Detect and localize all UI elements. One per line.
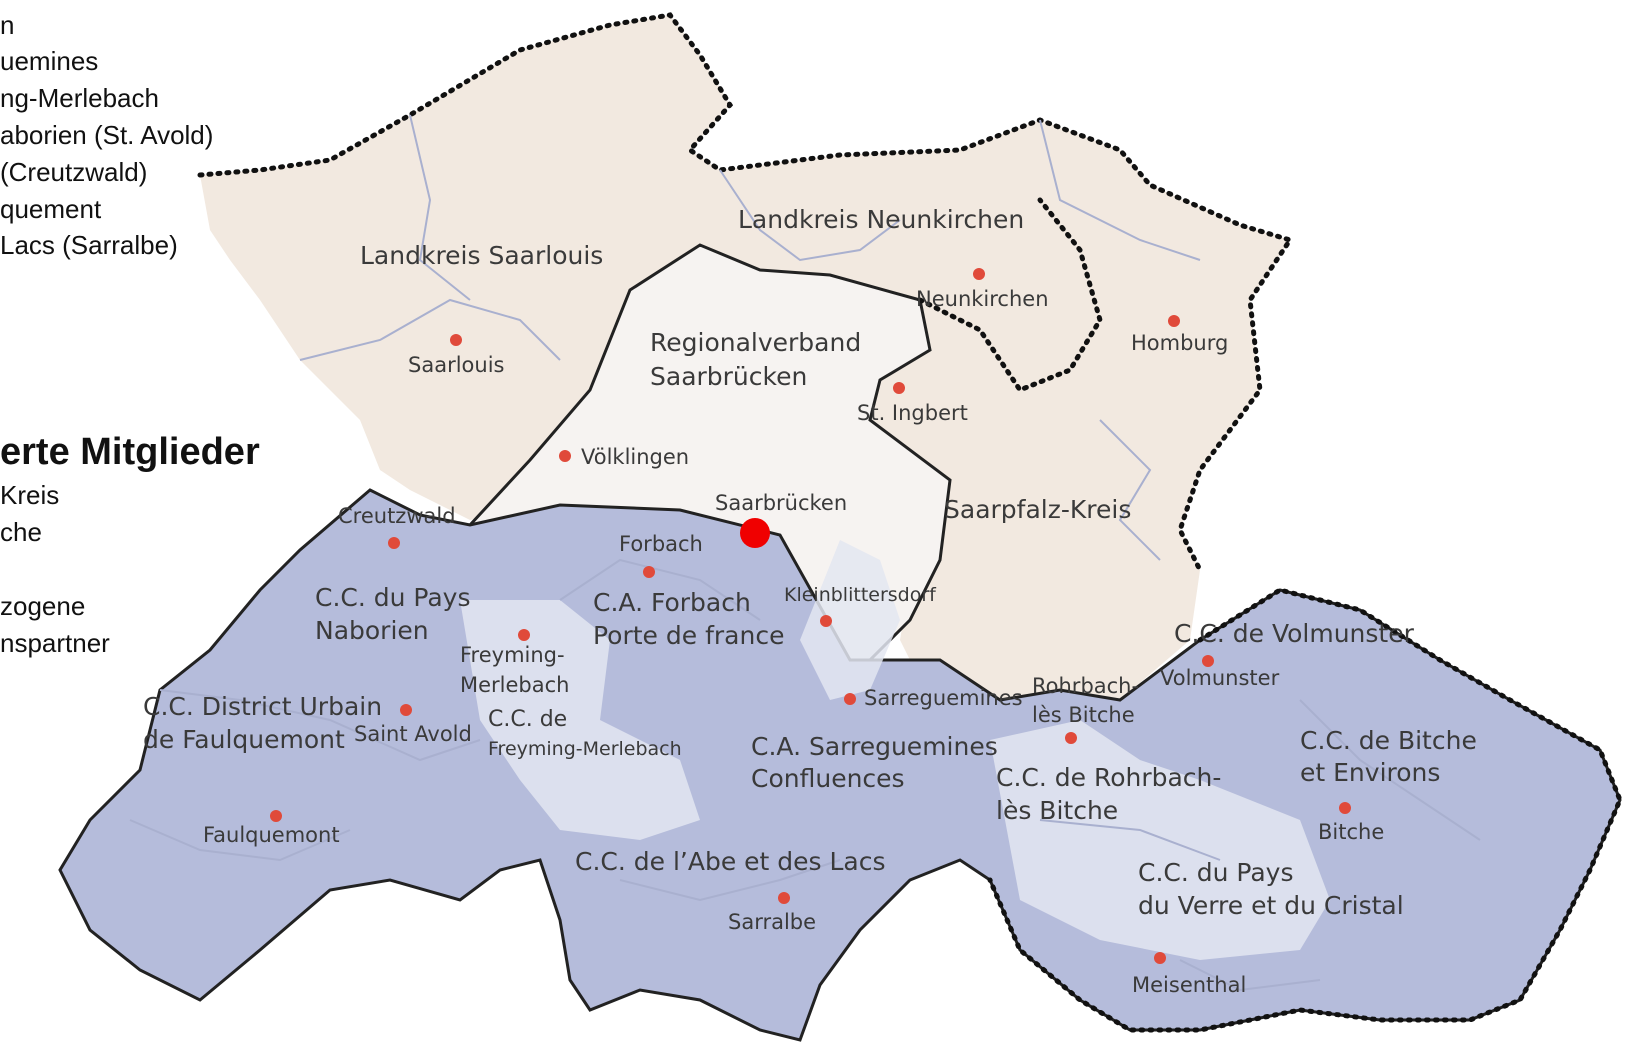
label-cc-freyming-2: Freyming-Merlebach	[488, 738, 682, 760]
town-dot-sarreguemines	[844, 693, 856, 705]
label-forbach: Forbach	[619, 532, 703, 556]
town-dot-st-ingbert	[893, 382, 905, 394]
label-saarbruecken: Saarbrücken	[715, 491, 848, 515]
legend-line-3: ng-Merlebach	[0, 83, 159, 113]
town-dot-kleinblittersdorf	[820, 615, 832, 627]
label-landkreis-neunkirchen: Landkreis Neunkirchen	[738, 205, 1025, 234]
label-cc-verre-2: du Verre et du Cristal	[1138, 891, 1404, 920]
town-dot-forbach	[643, 566, 655, 578]
label-ca-sarreguemines-2: Confluences	[751, 764, 905, 793]
legend-line-1: n	[0, 10, 15, 40]
label-homburg: Homburg	[1131, 331, 1229, 355]
legend-line-11: nspartner	[0, 628, 110, 658]
town-dot-homburg	[1168, 315, 1180, 327]
label-cc-naborien-2: Naborien	[315, 616, 429, 645]
label-rohrbach-1: Rohrbach-	[1032, 674, 1140, 698]
label-cc-naborien-1: C.C. du Pays	[315, 583, 471, 612]
label-cc-rohrbach-1: C.C. de Rohrbach-	[996, 763, 1222, 792]
french-light-area-3	[800, 540, 900, 700]
town-dot-neunkirchen	[973, 268, 985, 280]
municipal-boundaries	[129, 114, 1481, 992]
town-dot-faulquemont	[270, 810, 282, 822]
label-cc-bitche-1: C.C. de Bitche	[1300, 726, 1477, 755]
label-freyming-1: Freyming-	[460, 643, 565, 667]
label-saarlouis: Saarlouis	[408, 353, 505, 377]
french-light-area-1	[460, 600, 700, 840]
town-dot-bitche	[1339, 802, 1351, 814]
label-cc-freyming-1: C.C. de	[488, 707, 568, 732]
label-landkreis-saarlouis: Landkreis Saarlouis	[360, 241, 604, 270]
legend-line-5: (Creutzwald)	[0, 157, 148, 187]
town-dot-saarlouis	[450, 334, 462, 346]
label-sarreguemines: Sarreguemines	[864, 686, 1023, 710]
label-faulquemont: Faulquemont	[203, 823, 340, 847]
label-regionalverband-2: Saarbrücken	[650, 362, 808, 391]
legend-line-8: Kreis	[0, 480, 60, 510]
legend-line-9: che	[0, 517, 42, 547]
label-saint-avold: Saint Avold	[354, 722, 472, 746]
label-voelklingen: Völklingen	[581, 445, 690, 469]
label-kleinblittersdorf: Kleinblittersdorf	[784, 584, 936, 606]
label-neunkirchen: Neunkirchen	[916, 287, 1049, 311]
label-cc-volmunster: C.C. de Volmunster	[1174, 619, 1414, 648]
label-freyming-2: Merlebach	[460, 673, 570, 697]
dotted-border-south	[987, 587, 1623, 1033]
label-volmunster: Volmunster	[1160, 666, 1280, 690]
label-meisenthal: Meisenthal	[1132, 973, 1247, 997]
town-dot-volmunster	[1202, 655, 1214, 667]
label-cc-faulquemont-2: de Faulquemont	[143, 725, 345, 754]
town-dot-sarralbe	[778, 892, 790, 904]
town-dot-saint-avold	[400, 704, 412, 716]
legend-line-4: aborien (St. Avold)	[0, 120, 214, 150]
label-st-ingbert: St. Ingbert	[857, 401, 968, 425]
town-dot-freyming	[518, 629, 530, 641]
internal-dotted-border	[917, 197, 1103, 394]
label-ca-forbach-1: C.A. Forbach	[593, 588, 751, 617]
label-regionalverband-1: Regionalverband	[650, 328, 862, 357]
label-ca-sarreguemines-1: C.A. Sarreguemines	[751, 732, 998, 761]
legend-line-2: uemines	[0, 46, 99, 76]
legend-line-6: quement	[0, 194, 102, 224]
label-cc-verre-1: C.C. du Pays	[1138, 858, 1294, 887]
town-dot-voelklingen	[559, 450, 571, 462]
legend-line-7: Lacs (Sarralbe)	[0, 230, 178, 260]
label-cc-faulquemont-1: C.C. District Urbain	[143, 692, 383, 721]
label-cc-bitche-2: et Environs	[1300, 758, 1441, 787]
town-dot-rohrbach	[1065, 732, 1077, 744]
label-sarralbe: Sarralbe	[728, 910, 817, 934]
label-saarpfalz-kreis: Saarpfalz-Kreis	[944, 495, 1132, 524]
label-bitche: Bitche	[1318, 820, 1385, 844]
dotted-border	[197, 12, 1294, 573]
label-cc-rohrbach-2: lès Bitche	[996, 796, 1119, 825]
label-rohrbach-2: lès Bitche	[1032, 703, 1135, 727]
label-ca-forbach-2: Porte de france	[593, 621, 785, 650]
label-creutzwald: Creutzwald	[338, 504, 456, 528]
town-dot-meisenthal	[1154, 952, 1166, 964]
label-cc-albe: C.C. de l’Abe et des Lacs	[575, 847, 886, 876]
town-dot-saarbruecken	[740, 518, 770, 548]
french-light-area-2	[990, 720, 1330, 960]
legend-line-10: zogene	[0, 591, 86, 621]
town-dot-creutzwald	[388, 537, 400, 549]
legend-heading: erte Mitglieder	[0, 431, 260, 473]
